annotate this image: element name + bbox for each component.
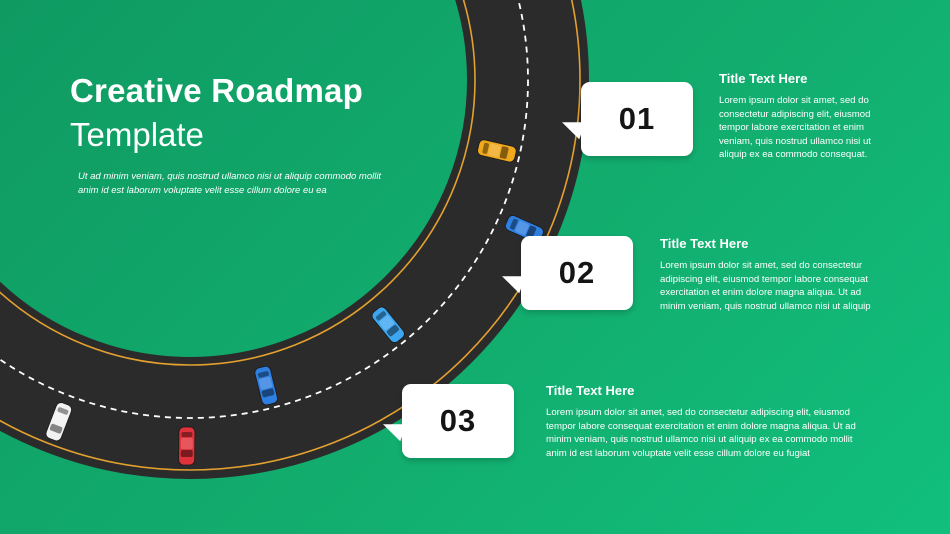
milestone-2-description: Lorem ipsum dolor sit amet, sed do conse… (660, 260, 871, 312)
milestone-1-description: Lorem ipsum dolor sit amet, sed do conse… (719, 95, 871, 161)
milestone-3-title: Title Text Here (546, 383, 635, 398)
milestone-2-number: 02 (558, 255, 596, 290)
title-line-2: Template (70, 116, 204, 153)
milestone-3-number: 03 (439, 403, 477, 438)
milestone-2-title: Title Text Here (660, 236, 749, 251)
car-blue-middle (254, 365, 278, 406)
title-line-1: Creative Roadmap (70, 72, 363, 109)
milestone-1-text-block: Title Text Here Lorem ipsum dolor sit am… (719, 71, 881, 162)
milestone-1-bubble: 01 (581, 82, 693, 156)
milestone-1-title: Title Text Here (719, 71, 808, 86)
car-red (178, 426, 196, 466)
road-edge-line-inner (0, 0, 476, 366)
road-edge-line-outer (0, 0, 581, 471)
milestone-3-bubble: 03 (402, 384, 514, 458)
milestone-2-bubble: 02 (521, 236, 633, 310)
milestone-2-text-block: Title Text Here Lorem ipsum dolor sit am… (660, 236, 885, 313)
car-white (45, 402, 73, 442)
milestone-3-text-block: Title Text Here Lorem ipsum dolor sit am… (546, 383, 866, 460)
milestone-3-description: Lorem ipsum dolor sit amet, sed do conse… (546, 407, 856, 459)
milestone-1-number: 01 (618, 101, 656, 136)
car-light-blue (371, 306, 405, 343)
intro-text: Ut ad minim veniam, quis nostrud ullamco… (78, 171, 382, 196)
car-yellow (477, 139, 517, 163)
page-title: Creative Roadmap Template (70, 72, 363, 154)
lane-marking (0, 0, 529, 419)
